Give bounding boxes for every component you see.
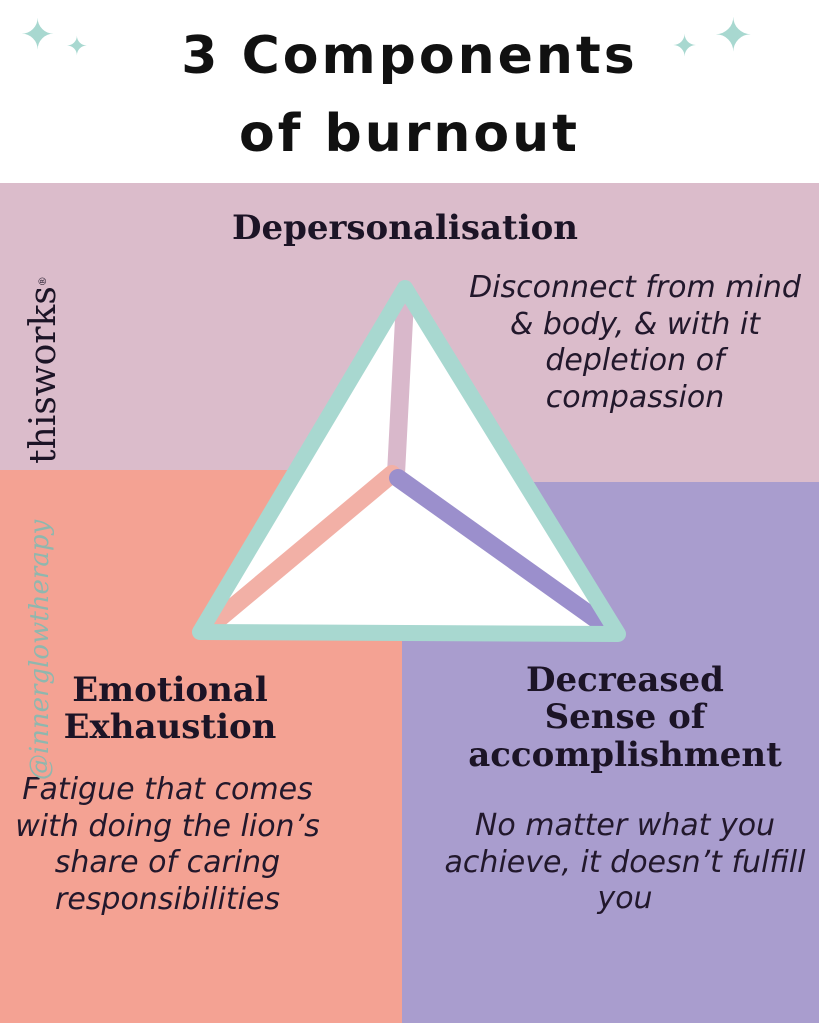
title-line-2: of burnout: [239, 104, 580, 164]
spoke-emotional-exhaustion: [206, 465, 401, 631]
triangle-outline: [192, 280, 626, 642]
decreased-accomplishment-heading-line-2: Sense of: [544, 697, 706, 738]
spoke-depersonalisation: [387, 291, 414, 483]
emotional-exhaustion-description: Fatigue that comes with doing the lion’s…: [15, 772, 320, 917]
sparkle-icon: ✦: [714, 8, 753, 62]
decreased-accomplishment-description: No matter what you achieve, it doesn’t f…: [444, 808, 806, 917]
emotional-exhaustion-heading: Emotional Exhaustion: [20, 670, 320, 748]
decreased-accomplishment-heading-line-1: Decreased: [526, 660, 724, 700]
sparkle-icon: ✦: [66, 32, 88, 62]
brand-logo: thisworks®: [23, 250, 64, 490]
social-handle: @innerglowtherapy: [25, 519, 55, 781]
emotional-exhaustion-heading-line-2: Exhaustion: [63, 707, 277, 748]
emotional-exhaustion-heading-line-1: Emotional: [72, 670, 268, 710]
registered-mark: ®: [38, 276, 49, 287]
brand-name: thisworks: [23, 286, 64, 464]
depersonalisation-description: Disconnect from mind & body, & with it d…: [469, 270, 801, 415]
decreased-accomplishment-heading-line-3: accomplishment: [468, 734, 782, 775]
decreased-accomplishment-heading: Decreased Sense of accomplishment: [440, 660, 810, 775]
title-line-1: 3 Components: [181, 26, 638, 86]
sparkle-icon: ✦: [20, 10, 56, 59]
depersonalisation-heading: Depersonalisation: [231, 208, 579, 248]
spoke-accomplishment: [389, 469, 609, 631]
sparkle-icon: ✦: [672, 29, 698, 64]
